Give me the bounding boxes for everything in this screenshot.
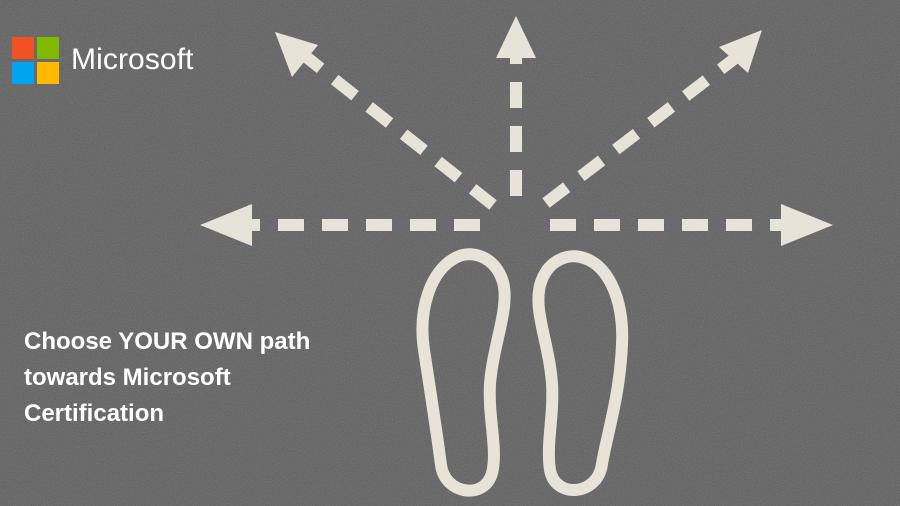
logo-square-yellow [37, 61, 59, 84]
headline-line-3: Certification [24, 400, 165, 427]
logo-square-blue [12, 61, 34, 84]
headline: Choose YOUR OWN path towards Microsoft C… [24, 324, 404, 432]
logo-square-green [37, 36, 59, 59]
headline-line-2: towards Microsoft [24, 364, 231, 391]
logo-square-red [12, 36, 34, 59]
microsoft-wordmark: Microsoft [71, 43, 194, 76]
up-arrow [496, 16, 536, 196]
microsoft-logo-icon [12, 36, 59, 84]
microsoft-logo: Microsoft [12, 36, 194, 84]
right-footprint [532, 250, 629, 496]
up-right-arrow [542, 30, 762, 208]
left-footprint [416, 248, 511, 497]
left-arrow [200, 204, 480, 246]
headline-line-1: Choose YOUR OWN path [24, 328, 311, 355]
up-left-arrow [275, 32, 497, 210]
right-arrow [550, 204, 833, 246]
